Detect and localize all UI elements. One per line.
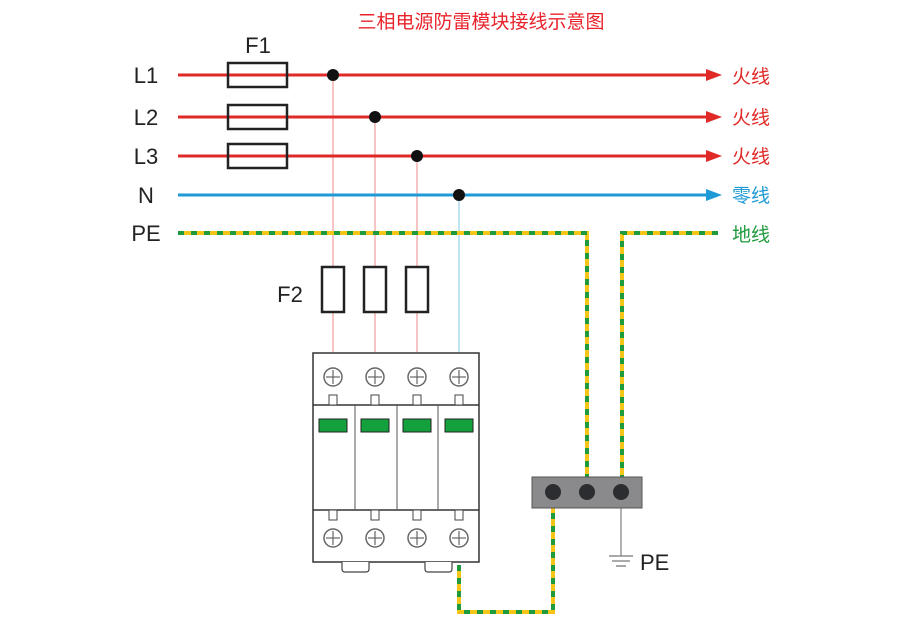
din-clip-right xyxy=(424,562,453,573)
terminal-hole-3 xyxy=(613,484,629,500)
bottom-tab-3 xyxy=(412,509,422,521)
terminal-hole-2 xyxy=(579,484,595,500)
junction-dot-l3 xyxy=(411,150,423,162)
top-tab-2 xyxy=(370,394,380,406)
status-indicator-3 xyxy=(402,418,432,433)
line-label-pe: PE xyxy=(131,221,160,246)
bottom-tab-1 xyxy=(328,509,338,521)
diagram-title: 三相电源防雷模块接线示意图 xyxy=(357,11,604,33)
line-label-l2: L2 xyxy=(134,105,158,130)
surge-protection-module xyxy=(312,352,480,573)
pe-earth-out-green xyxy=(620,231,718,480)
status-indicator-2 xyxy=(360,418,390,433)
pe-bus-green xyxy=(178,231,589,480)
arrow-l2-icon xyxy=(706,111,722,123)
top-tab-1 xyxy=(328,394,338,406)
fuse-f1-1 xyxy=(226,61,289,89)
pe-earth-out-yellow xyxy=(620,231,718,480)
dest-label-l1: 火线 xyxy=(732,66,770,88)
dest-label-l3: 火线 xyxy=(732,146,770,168)
wires xyxy=(178,69,722,614)
junction-dot-n xyxy=(453,189,465,201)
din-clip-left xyxy=(341,562,370,573)
fuse-f1-2 xyxy=(226,103,289,131)
fuse-f1-3 xyxy=(226,142,289,170)
fuses xyxy=(226,61,430,314)
dest-label-pe: 地线 xyxy=(732,224,770,246)
status-indicator-1 xyxy=(318,418,348,433)
fuse-f1-label: F1 xyxy=(245,33,271,58)
arrow-l1-icon xyxy=(706,69,722,81)
terminal-hole-1 xyxy=(545,484,561,500)
fuse-f2-1 xyxy=(320,265,346,314)
top-tab-3 xyxy=(412,394,422,406)
ground-terminal xyxy=(531,476,643,567)
module-housing xyxy=(312,352,480,563)
line-label-l3: L3 xyxy=(134,144,158,169)
fuse-f2-2 xyxy=(362,265,388,314)
module-earth-wire-green xyxy=(457,492,555,614)
dest-label-l2: 火线 xyxy=(732,107,770,129)
arrow-l3-icon xyxy=(706,150,722,162)
top-tab-4 xyxy=(454,394,464,406)
fuse-f2-3 xyxy=(404,265,430,314)
arrow-n-icon xyxy=(706,189,722,201)
ground-pe-label: PE xyxy=(640,550,669,575)
bottom-tab-4 xyxy=(454,509,464,521)
line-label-l1: L1 xyxy=(134,63,158,88)
dest-label-n: 零线 xyxy=(732,185,770,207)
junction-dot-l2 xyxy=(369,111,381,123)
fuse-f2-label: F2 xyxy=(277,282,303,307)
line-label-n: N xyxy=(138,183,154,208)
junction-dot-l1 xyxy=(327,69,339,81)
bottom-tab-2 xyxy=(370,509,380,521)
status-indicator-4 xyxy=(444,418,474,433)
